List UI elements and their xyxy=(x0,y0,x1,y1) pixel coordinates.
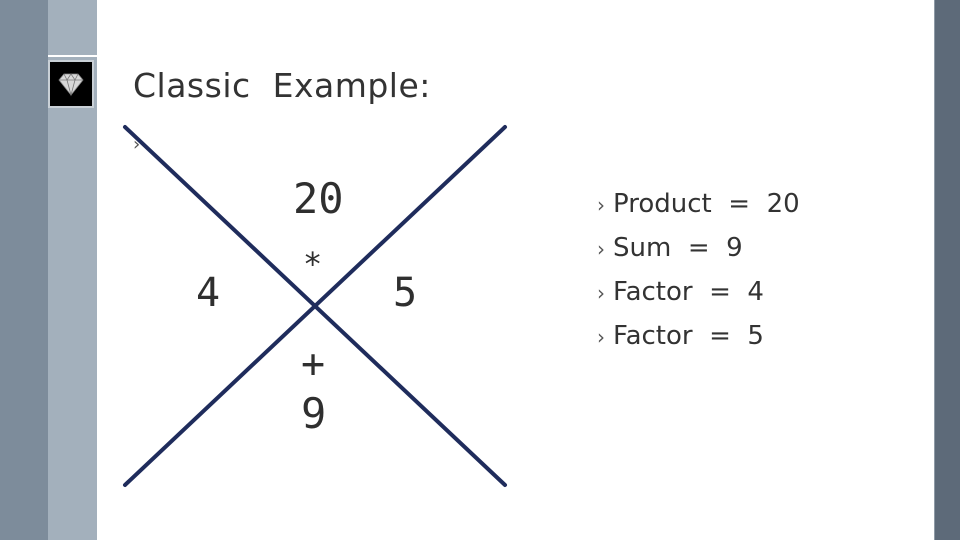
diagram-multiply-operator: * xyxy=(303,245,323,283)
empty-bullet-marker: › xyxy=(133,134,141,155)
right-light-band xyxy=(862,0,934,540)
bullet-marker: › xyxy=(597,281,605,305)
right-dark-band xyxy=(934,0,960,540)
band-edge xyxy=(934,0,935,540)
bullet-text: Factor = 5 xyxy=(613,321,764,351)
diagram-left-factor: 4 xyxy=(196,270,221,316)
bullet-product: › Product = 20 xyxy=(597,186,800,230)
bullet-text: Factor = 4 xyxy=(613,277,764,307)
bullet-sum: › Sum = 9 xyxy=(597,230,800,274)
bullet-marker: › xyxy=(597,237,605,261)
diagram-add-operator: + xyxy=(301,341,326,387)
bullet-marker: › xyxy=(597,325,605,349)
bullet-marker: › xyxy=(597,193,605,217)
diamond-icon xyxy=(58,73,84,97)
diagram-product-value: 20 xyxy=(293,174,344,223)
slide-title: Classic Example: xyxy=(133,66,431,105)
bullet-text: Sum = 9 xyxy=(613,233,743,263)
band-divider xyxy=(48,55,97,57)
diagonal-line-up xyxy=(123,125,507,487)
left-dark-band xyxy=(0,0,48,540)
bullet-list: › Product = 20 › Sum = 9 › Factor = 4 › Fact… xyxy=(597,186,800,362)
logo xyxy=(48,60,94,108)
diagram-sum-value: 9 xyxy=(301,389,327,438)
diagram-right-factor: 5 xyxy=(393,270,418,316)
bullet-factor-1: › Factor = 4 xyxy=(597,274,800,318)
bullet-text: Product = 20 xyxy=(613,189,800,219)
bullet-factor-2: › Factor = 5 xyxy=(597,318,800,362)
